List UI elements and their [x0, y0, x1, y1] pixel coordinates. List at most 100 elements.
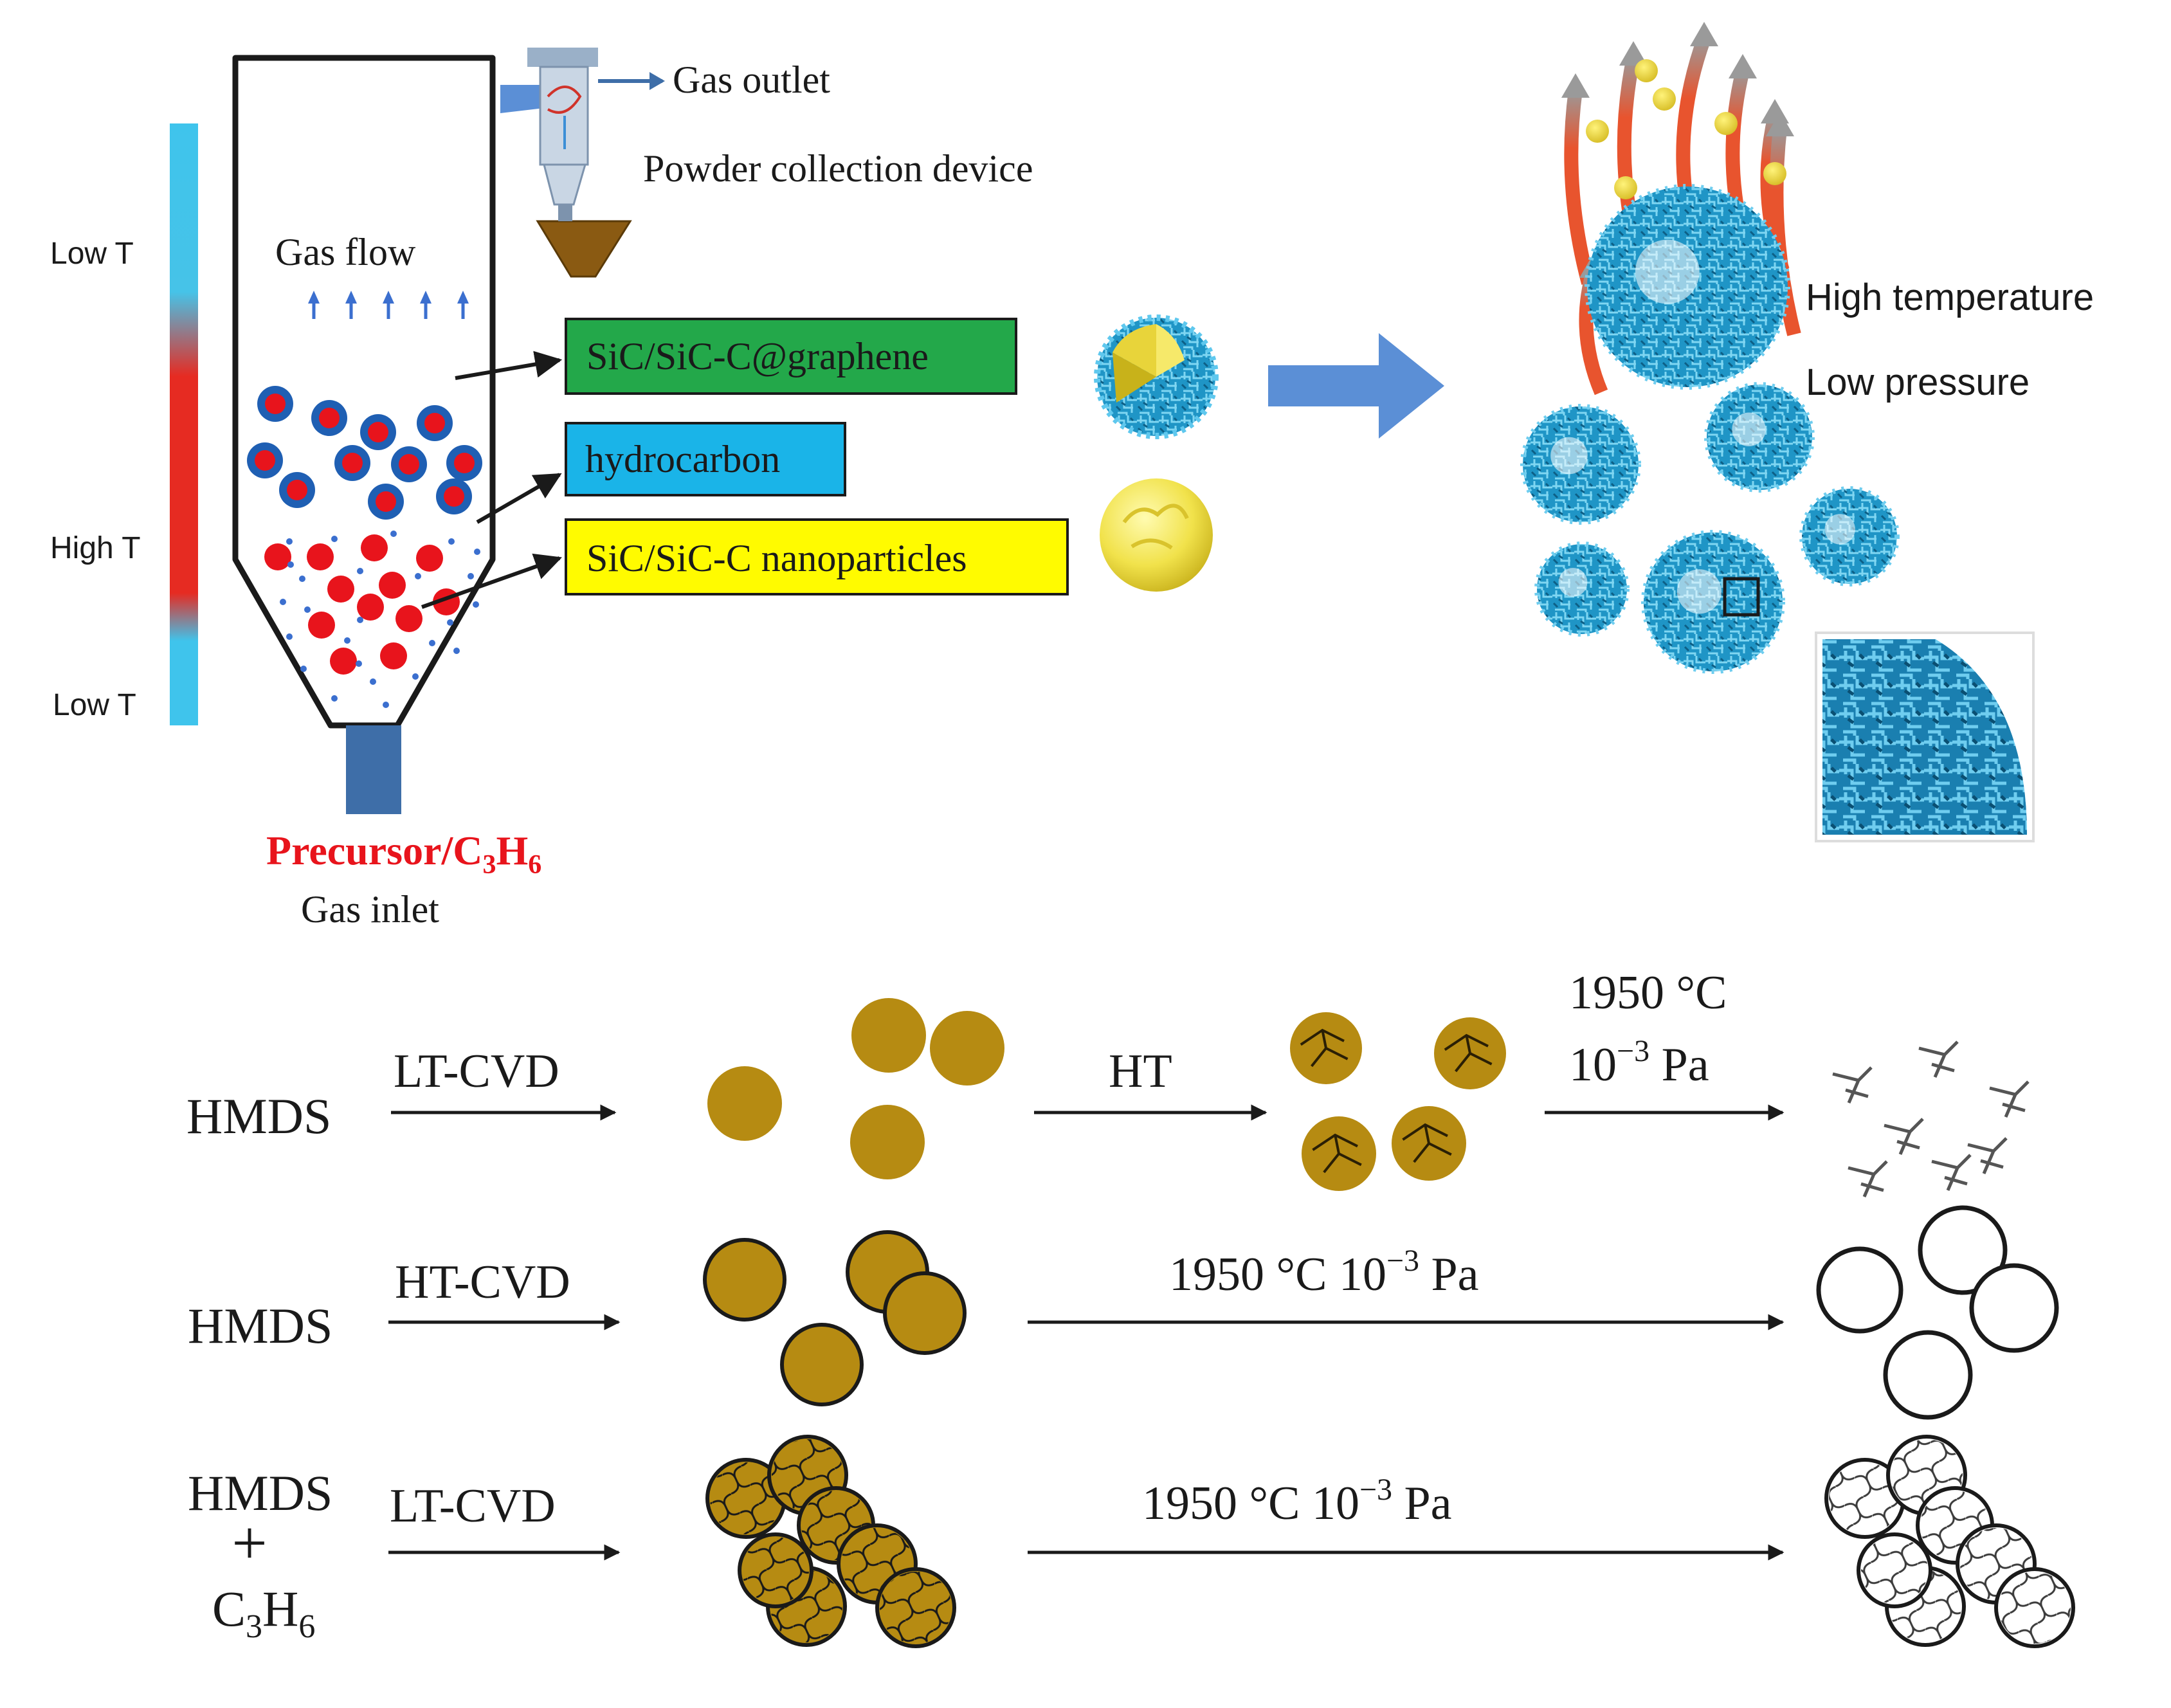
gas-flow-arrowhead — [345, 291, 357, 304]
temp-label-low-top: Low T — [50, 237, 134, 271]
row1-method: LT-CVD — [394, 1045, 559, 1098]
hydrocarbon-dots — [280, 531, 480, 708]
carbon-network — [742, 1537, 809, 1604]
heat-arrowhead — [1766, 112, 1794, 136]
gas-outlet-label: Gas outlet — [673, 59, 830, 101]
hollow-shell — [1918, 1205, 2008, 1295]
hydrocarbon-dot — [356, 660, 362, 667]
hollow-shell — [1816, 1246, 1903, 1334]
hydrocarbon-dot — [304, 606, 311, 613]
carbon-network — [1312, 1133, 1362, 1174]
heat-arrowhead — [1561, 73, 1590, 98]
heat-arrowhead — [1619, 41, 1648, 66]
heat-arrowhead — [1729, 54, 1757, 78]
nanoparticles-label-box — [565, 518, 1069, 595]
hydrocarbon-dot — [448, 538, 455, 545]
graphene-sphere-fringe — [1585, 184, 1790, 390]
hydrocarbon-dot — [357, 617, 363, 623]
hydrocarbon-dot — [453, 648, 460, 654]
hollow-graphene-spheres — [1520, 184, 1900, 674]
released-sphere — [1714, 112, 1738, 135]
graphene-label-box — [565, 318, 1017, 395]
released-sphere — [1586, 120, 1609, 143]
hydrocarbon-dot — [331, 695, 338, 702]
hydrocarbon-dot — [390, 531, 397, 537]
row1-sic-c-particles — [1290, 1012, 1506, 1191]
red-nanoparticle — [330, 648, 357, 675]
graphene-flake — [1848, 1160, 1888, 1197]
graphene-sphere-fringe — [1641, 530, 1785, 674]
graphene-flake — [1918, 1040, 1959, 1078]
hydrocarbon-dot — [415, 573, 421, 579]
red-nanoparticle — [308, 612, 335, 639]
hydrocarbon-dot — [370, 678, 376, 685]
yellow-nanoparticle — [1100, 478, 1213, 592]
powder-collection-label: Powder collection device — [643, 147, 1033, 190]
row3-reactant2: C3H6 — [212, 1581, 315, 1645]
hydrocarbon-label: hydrocarbon — [585, 438, 780, 480]
red-nanoparticle — [380, 642, 407, 669]
coated-particle-core — [255, 450, 275, 471]
row2-reactant: HMDS — [188, 1298, 332, 1354]
red-nanoparticle — [264, 543, 291, 570]
graphene-flake — [1967, 1137, 2008, 1174]
red-nanoparticle — [357, 594, 384, 621]
coated-particle-core — [444, 486, 464, 507]
hydrocarbon-dot — [286, 633, 293, 640]
temperature-gradient-bar — [170, 123, 198, 725]
coated-particle-core — [287, 480, 307, 500]
pointer-nanoparticles — [421, 553, 562, 609]
pointer-hydrocarbon — [476, 473, 562, 524]
row2-cond: 1950 °C 10−3 Pa — [1169, 1244, 1479, 1301]
graphene-network — [1861, 1537, 1928, 1604]
gas-flow-arrowhead — [457, 291, 469, 304]
process-arrow — [1268, 333, 1444, 439]
graphene-sphere-fringe — [1704, 382, 1815, 493]
row1-sic-particles — [707, 998, 1004, 1179]
row3-cond: 1950 °C 10−3 Pa — [1142, 1473, 1452, 1530]
graphene-sphere-highlight — [1558, 568, 1588, 597]
coated-particle-core — [399, 454, 419, 475]
sic-particle — [930, 1011, 1004, 1086]
hydrocarbon-dot — [300, 666, 307, 672]
hollow-shell — [1969, 1263, 2059, 1353]
hollow-shell — [1883, 1330, 1973, 1420]
red-nanoparticle — [379, 572, 406, 599]
graphene-flake — [1989, 1080, 2030, 1118]
hydrocarbon-label-box — [565, 422, 846, 496]
gas-flow-arrowhead — [383, 291, 394, 304]
gas-flow-arrowhead — [420, 291, 431, 304]
hydrocarbon-dot — [474, 549, 480, 555]
graphene-flake — [1832, 1066, 1873, 1104]
gas-inlet-pipe — [346, 725, 401, 814]
coated-particle-core — [368, 422, 388, 442]
carbon-network — [880, 1572, 952, 1644]
sic-particle — [703, 1238, 786, 1322]
low-pressure-label: Low pressure — [1806, 361, 2030, 403]
sic-particle — [850, 1105, 925, 1179]
row2-method: HT-CVD — [395, 1256, 570, 1309]
row3-sic-c-cluster — [705, 1435, 956, 1648]
high-temperature-label: High temperature — [1806, 277, 2094, 318]
carbon-network — [1402, 1123, 1452, 1163]
graphene-sphere-fringe — [1799, 486, 1900, 586]
row3-method: LT-CVD — [390, 1480, 556, 1532]
hydrocarbon-dot — [468, 573, 474, 579]
heat-arrow — [1564, 89, 1595, 285]
gas-flow-arrows — [308, 291, 469, 319]
hydrocarbon-dot — [286, 538, 293, 545]
hydrocarbon-dot — [429, 640, 435, 646]
sic-particle — [780, 1323, 864, 1406]
hydrocarbon-dot — [447, 619, 453, 626]
gas-flow-label: Gas flow — [275, 231, 416, 273]
graphene-flake — [1884, 1118, 1924, 1155]
graphene-sphere-highlight — [1824, 514, 1855, 545]
hydrocarbon-dot — [331, 536, 338, 542]
graphene-sphere-highlight — [1676, 569, 1721, 614]
released-sphere — [1763, 162, 1786, 185]
graphene-sphere-fringe — [1534, 541, 1630, 637]
coated-particle-core — [454, 453, 475, 473]
red-nanoparticle — [361, 534, 388, 561]
core-shell-particle — [1094, 314, 1219, 439]
